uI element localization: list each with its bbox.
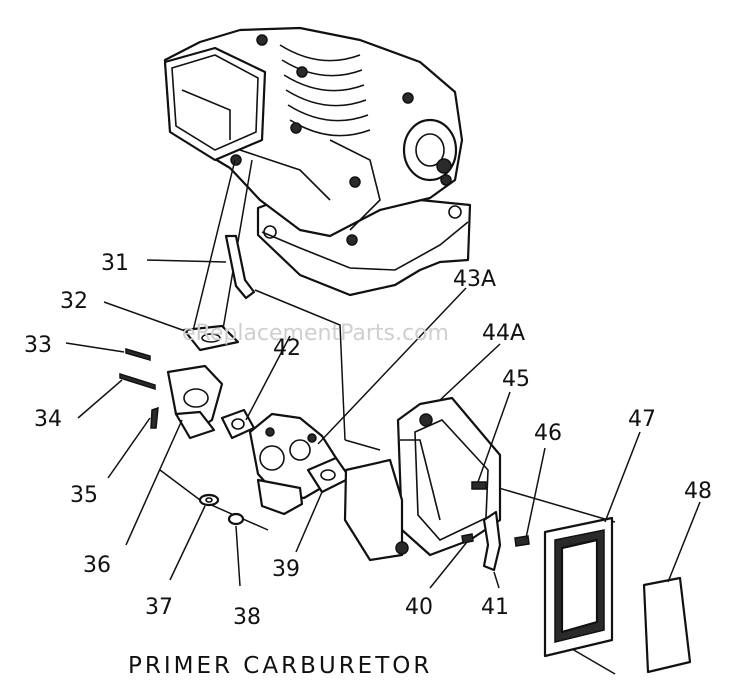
label-46: 46 bbox=[534, 421, 562, 446]
leader-lines bbox=[65, 259, 701, 589]
label-32: 32 bbox=[60, 289, 88, 314]
part-46-screw bbox=[514, 535, 530, 547]
label-43a: 43A bbox=[453, 267, 496, 292]
part-41-bracket bbox=[482, 510, 502, 572]
label-42: 42 bbox=[273, 336, 301, 361]
part-32-gasket bbox=[182, 324, 240, 352]
label-41: 41 bbox=[481, 595, 509, 620]
label-45: 45 bbox=[502, 367, 530, 392]
part-45-screw bbox=[471, 481, 487, 490]
part-38-nut bbox=[227, 512, 245, 526]
label-37: 37 bbox=[145, 595, 173, 620]
part-31-breather-tube bbox=[224, 234, 256, 300]
label-33: 33 bbox=[24, 333, 52, 358]
label-31: 31 bbox=[101, 251, 129, 276]
engine-block bbox=[163, 26, 472, 297]
part-40-screw bbox=[461, 533, 474, 544]
label-34: 34 bbox=[34, 407, 62, 432]
label-39: 39 bbox=[272, 557, 300, 582]
part-34-screw bbox=[119, 372, 156, 391]
diagram-title: PRIMER CARBURETOR bbox=[128, 653, 432, 679]
label-38: 38 bbox=[233, 605, 261, 630]
label-47: 47 bbox=[628, 407, 656, 432]
part-36-intake-adapter bbox=[166, 364, 224, 440]
label-36: 36 bbox=[83, 553, 111, 578]
air-cleaner-base bbox=[343, 396, 502, 562]
part-48-pre-filter bbox=[642, 576, 692, 674]
label-48: 48 bbox=[684, 479, 712, 504]
part-35-screw bbox=[150, 406, 159, 429]
part-33-screw bbox=[125, 348, 151, 361]
label-35: 35 bbox=[70, 483, 98, 508]
watermark-text: eReplacementParts.com bbox=[182, 321, 449, 346]
part-47-air-filter bbox=[543, 516, 614, 658]
label-44a: 44A bbox=[482, 321, 525, 346]
label-40: 40 bbox=[405, 595, 433, 620]
part-37-washer bbox=[198, 493, 220, 507]
